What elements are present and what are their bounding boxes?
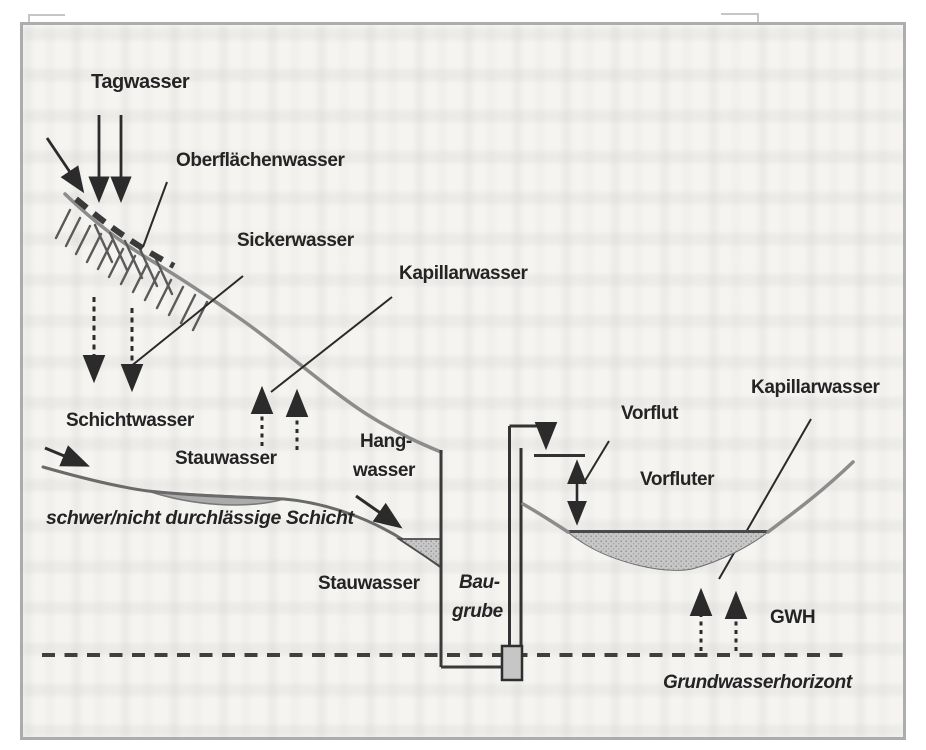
impermeable-layer-line: [41, 465, 443, 569]
flow-arrows: [44, 445, 403, 529]
label-tagwasser: Tagwasser: [91, 71, 190, 93]
scan-corner-mark-left: [28, 14, 65, 25]
label-baugrube-line2: grube: [452, 601, 503, 622]
label-kapillarwasser-upper: Kapillarwasser: [399, 263, 528, 284]
label-hangwasser-line1: Hang-: [360, 431, 412, 452]
label-stauwasser-pit: Stauwasser: [318, 573, 420, 594]
figure-frame: [20, 22, 906, 740]
label-oberflaechenwasser: Oberflächenwasser: [176, 150, 345, 171]
capillary-up-arrows-right: [689, 587, 748, 651]
tagwasser-arrows: [45, 115, 132, 203]
baugrube-pit-walls: [439, 450, 503, 669]
label-hangwasser-line2: wasser: [353, 460, 416, 481]
label-gwh: GWH: [770, 607, 816, 628]
capillary-up-arrows-left: [250, 385, 309, 450]
label-sickerwasser: Sickerwasser: [237, 230, 354, 251]
label-vorflut: Vorflut: [621, 403, 679, 424]
label-impermeable-layer: schwer/nicht durchlässige Schicht: [46, 507, 354, 529]
vorfluter-water: [566, 530, 770, 571]
label-vorfluter: Vorfluter: [640, 469, 715, 490]
scan-corner-mark-right: [721, 13, 759, 25]
sickerwasser-down-arrows: [82, 297, 144, 393]
valley-banks: [521, 460, 855, 534]
label-schichtwasser: Schichtwasser: [66, 410, 194, 431]
surface-runoff-dashed-line: [74, 196, 176, 269]
drainage-pipe: [508, 421, 585, 648]
label-stauwasser-lens: Stauwasser: [175, 448, 277, 469]
label-grundwasserhorizont: Grundwasserhorizont: [663, 672, 852, 693]
label-kapillarwasser-right: Kapillarwasser: [751, 377, 880, 398]
hangwasser-wedge: [396, 538, 442, 569]
pump-sump: [500, 644, 524, 682]
label-baugrube-line1: Bau-: [459, 572, 500, 593]
